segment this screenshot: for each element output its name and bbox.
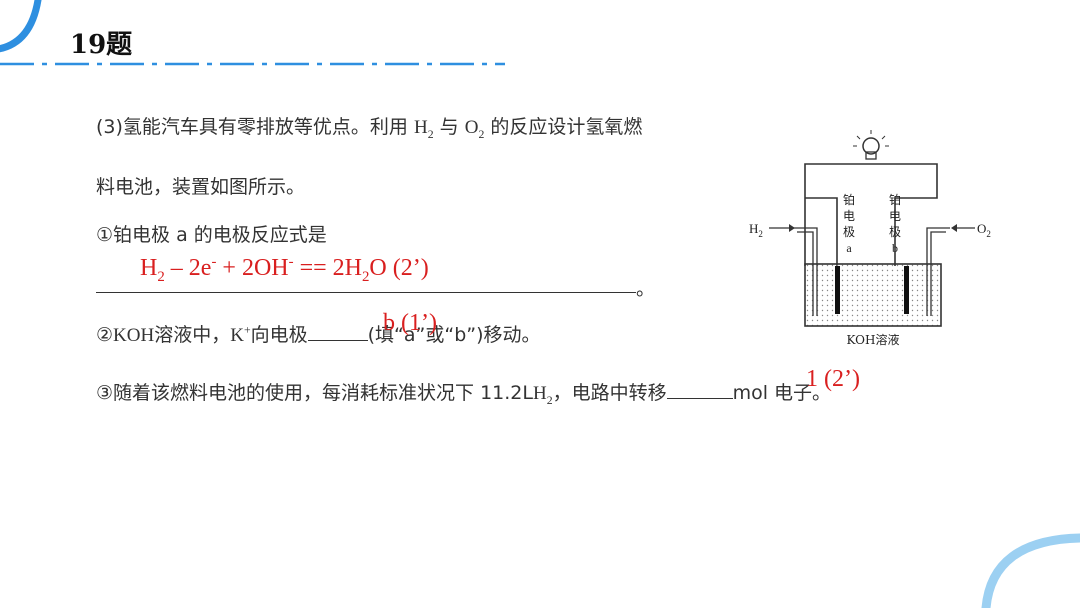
question-line-2: 料电池，装置如图所示。 [96, 176, 306, 198]
answer-3: 1 (2’) [806, 366, 860, 392]
answer-1: H2 – 2e- + 2OH- == 2H2O (2’) [140, 254, 429, 285]
external-circuit-frame [804, 163, 938, 266]
question-text-part3: 的反应设计氢氧燃 [490, 116, 643, 138]
electrode-b [904, 266, 909, 314]
answer-2: b (1’) [383, 310, 437, 336]
h2-formula: H2 [413, 117, 434, 141]
h2-arrow-icon [769, 224, 795, 232]
fuel-cell-diagram: H2 O2 铂 电 极 a 铂 电 极 b KOH溶液 [749, 130, 991, 347]
question-text-part1: (3)氢能汽车具有零排放等优点。利用 [96, 116, 408, 138]
answer-1-period: 。 [636, 278, 656, 300]
svg-text:极: 极 [889, 225, 901, 239]
electrode-a-label: 铂 电 极 a [843, 192, 855, 255]
o2-inlet-tube [926, 227, 950, 316]
item-1-prompt: ①铂电极 a 的电极反应式是 [96, 224, 327, 246]
question-text-part2: 与 [439, 116, 459, 138]
svg-text:铂: 铂 [843, 192, 855, 207]
electrode-b-label: 铂 电 极 b [889, 192, 901, 255]
answer-1-blank-line [96, 292, 636, 293]
question-line-1: (3)氢能汽车具有零排放等优点。利用 H2 与 O2 的反应设计氢氧燃 [96, 112, 642, 142]
page-title: 19题 [70, 30, 133, 60]
top-left-arc-decoration [0, 0, 42, 53]
electrolyte-label: KOH溶液 [847, 332, 900, 347]
h2-label: H2 [749, 221, 763, 239]
svg-text:极: 极 [843, 225, 855, 239]
item-2-prompt: ②KOH溶液中，K+向电极(填“a”或“b”)移动。 [96, 322, 541, 346]
svg-text:电: 电 [843, 209, 855, 223]
answer-2-blank [307, 322, 368, 341]
o2-label: O2 [977, 221, 991, 239]
h2-inlet-tube [793, 227, 818, 316]
svg-text:电: 电 [889, 209, 901, 223]
o2-arrow-icon [951, 224, 975, 232]
lightbulb-icon [853, 130, 889, 160]
svg-text:b: b [892, 241, 898, 255]
svg-text:铂: 铂 [889, 192, 901, 207]
beaker [804, 263, 942, 327]
bottom-right-arc-decoration [981, 533, 1080, 608]
answer-3-blank [666, 380, 733, 399]
electrode-a [835, 266, 840, 314]
svg-text:a: a [846, 241, 852, 255]
o2-formula: O2 [464, 117, 485, 141]
title-dash-divider [0, 62, 505, 66]
